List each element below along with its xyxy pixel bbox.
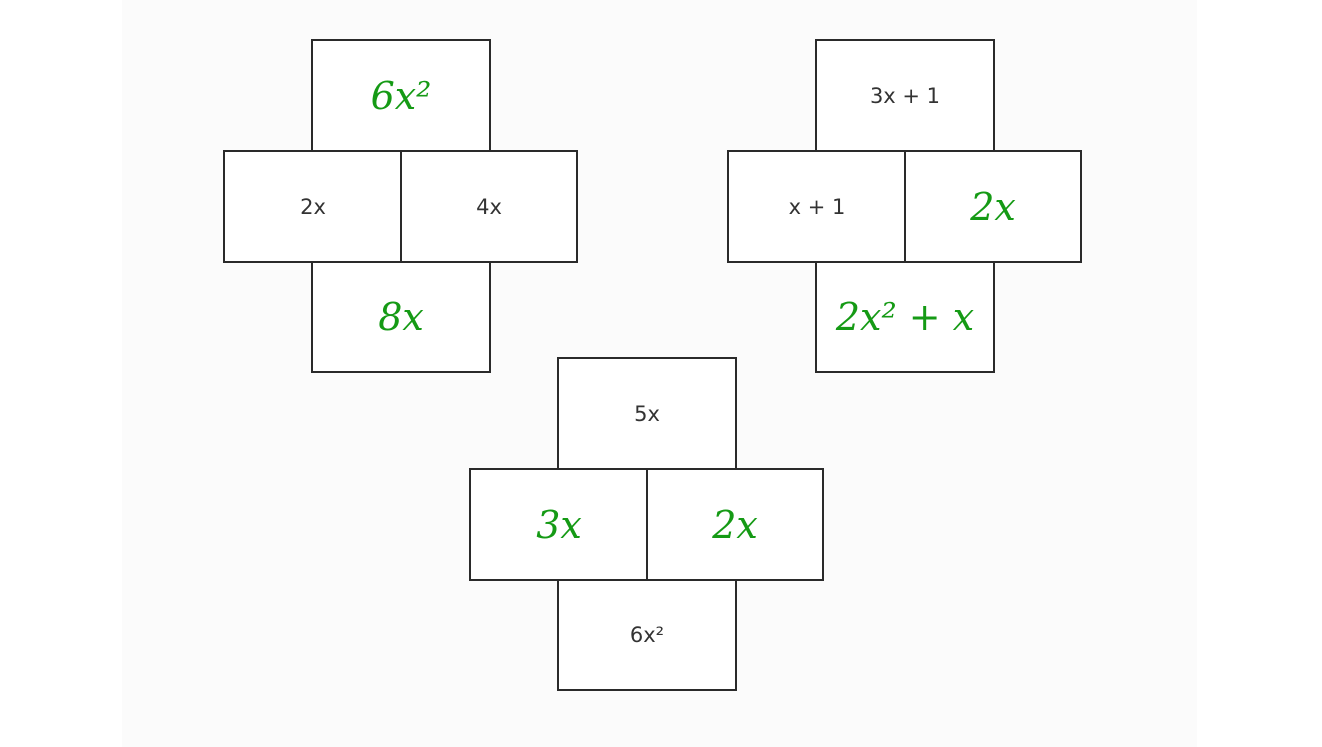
puzzle-2: 3x + 1 x + 1 2x 2x² + x (727, 39, 1082, 373)
puzzle-2-top-value: 3x + 1 (869, 83, 941, 108)
puzzle-3-left-value: 3x (536, 502, 582, 547)
puzzle-1: 6x² 2x 4x 8x (223, 39, 578, 373)
puzzle-2-bottom-cell: 2x² + x (815, 261, 995, 373)
puzzle-3-bottom-cell: 6x² (557, 579, 737, 691)
puzzle-1-bottom-cell: 8x (311, 261, 491, 373)
puzzle-2-left-value: x + 1 (788, 194, 846, 219)
puzzle-3-bottom-value: 6x² (629, 623, 665, 647)
puzzle-2-right-value: 2x (970, 184, 1016, 229)
puzzle-3-left-cell: 3x (469, 468, 649, 581)
puzzle-2-top-cell: 3x + 1 (815, 39, 995, 152)
puzzle-3: 5x 3x 2x 6x² (469, 357, 824, 691)
puzzle-3-top-cell: 5x (557, 357, 737, 470)
puzzle-1-top-cell: 6x² (311, 39, 491, 152)
puzzle-1-left-cell: 2x (223, 150, 403, 263)
puzzle-1-right-value: 4x (476, 194, 502, 219)
puzzle-3-top-value: 5x (634, 401, 660, 426)
puzzle-1-left-value: 2x (300, 194, 326, 219)
puzzle-2-left-cell: x + 1 (727, 150, 907, 263)
puzzle-1-top-value: 6x² (370, 73, 432, 118)
puzzle-3-right-cell: 2x (646, 468, 824, 581)
puzzle-2-bottom-value: 2x² + x (835, 295, 975, 339)
puzzle-3-right-value: 2x (712, 502, 758, 547)
puzzle-1-bottom-value: 8x (378, 295, 424, 339)
puzzle-1-right-cell: 4x (400, 150, 578, 263)
puzzle-2-right-cell: 2x (904, 150, 1082, 263)
